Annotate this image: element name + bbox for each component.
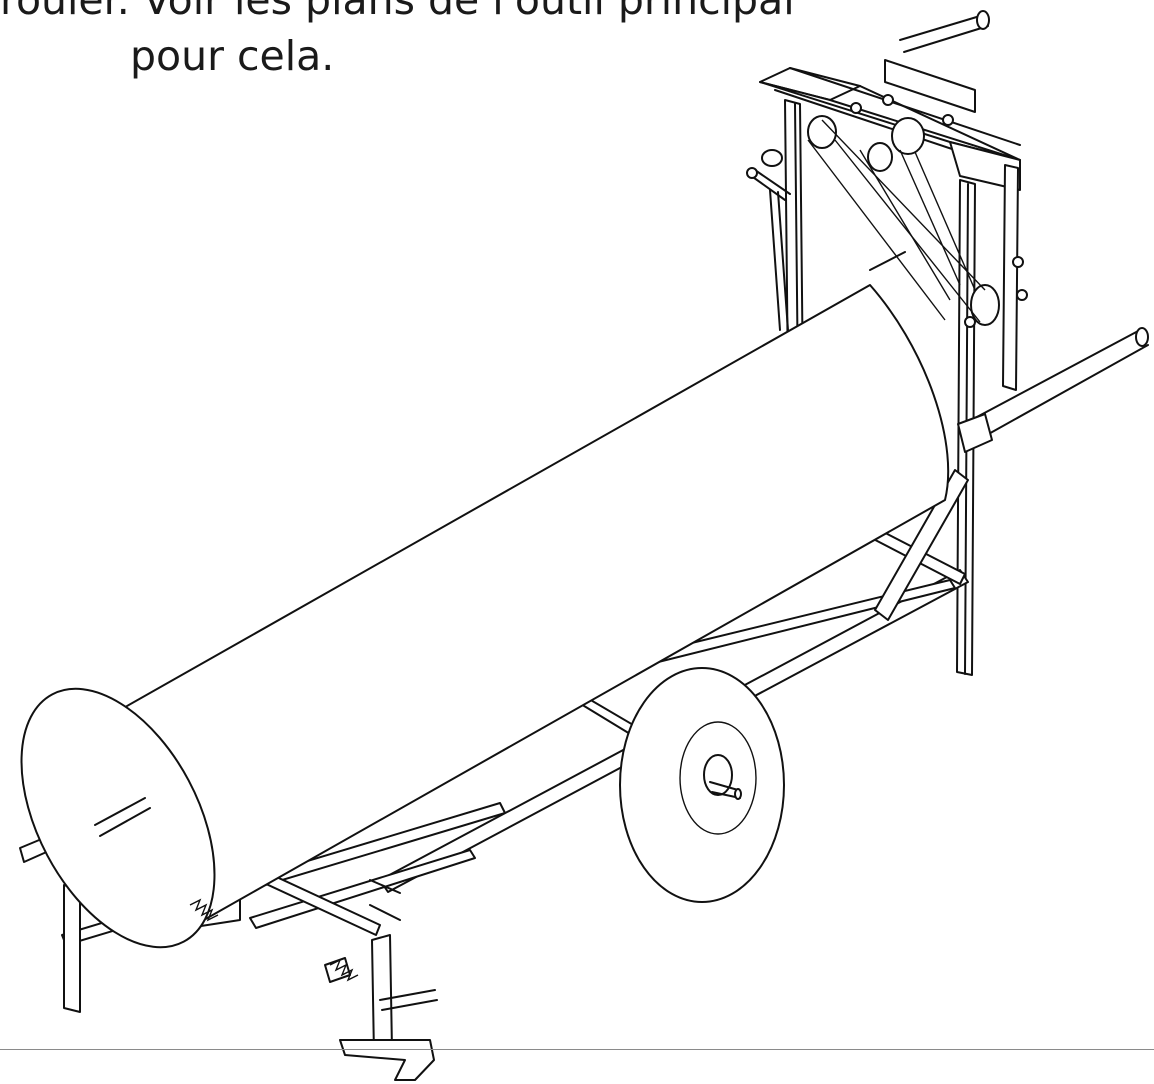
instruction-caption: rouler. Voir les plans de l'outil princi… bbox=[0, 0, 800, 84]
caption-line-1: rouler. Voir les plans de l'outil princi… bbox=[0, 0, 795, 24]
pulley-belt-assembly bbox=[807, 94, 1028, 328]
crank-handle bbox=[746, 149, 791, 331]
material-roll bbox=[20, 284, 950, 949]
page-divider bbox=[0, 1049, 1154, 1050]
caption-line-2: pour cela. bbox=[130, 32, 335, 80]
spring-mechanism bbox=[189, 898, 359, 982]
support-disc bbox=[619, 667, 785, 903]
right-axle-bar bbox=[869, 251, 1149, 453]
